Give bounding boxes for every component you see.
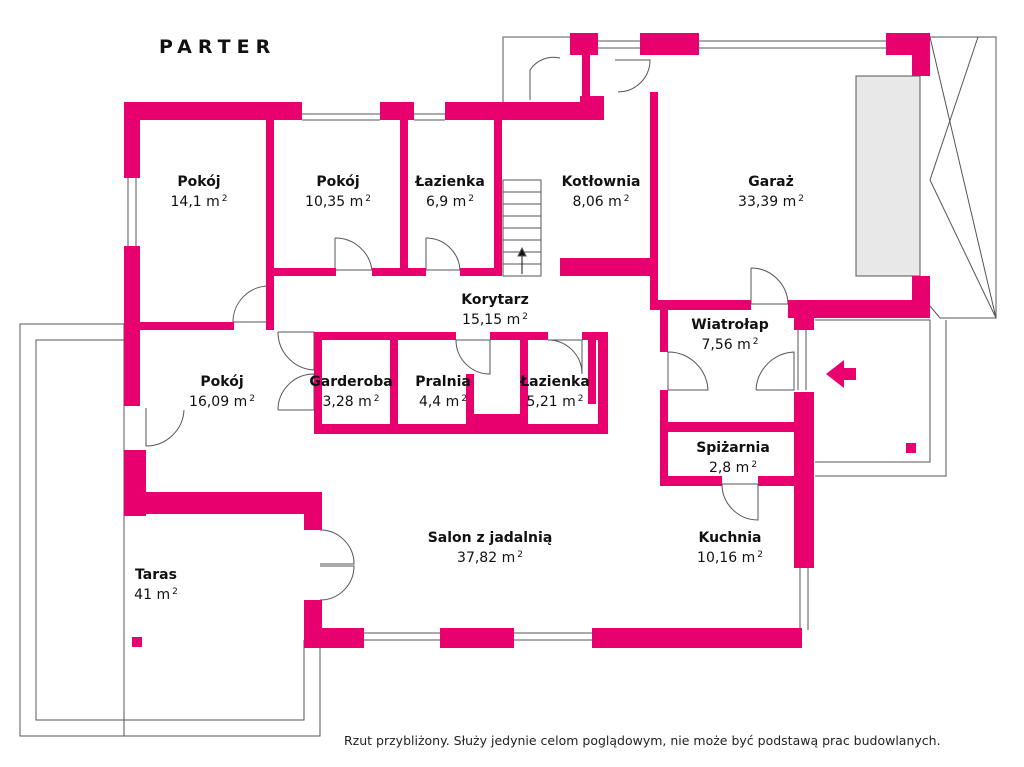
post-marker-icon: [132, 637, 142, 647]
roof-hip-line-2: [929, 179, 997, 319]
door-swing-arc: [145, 408, 185, 447]
door-swing-arc: [455, 339, 491, 375]
terrace-outer-edge: [124, 640, 321, 737]
outline-lines: [19, 36, 997, 737]
door-swing-arc: [277, 373, 315, 411]
terrace-inner-outline: [35, 339, 125, 721]
door-swing-arc: [319, 565, 355, 601]
door-swing-arc: [615, 59, 651, 93]
door-swing-arc: [232, 285, 271, 323]
roof-ridge-line: [929, 36, 997, 319]
door-swing-arc: [319, 529, 355, 565]
terrace-inner-edge: [124, 640, 305, 721]
entrance-arrow-icon: [826, 360, 856, 388]
floor-title: PARTER: [159, 36, 277, 58]
post-marker-icon: [906, 443, 916, 453]
door-swing-arc: [547, 339, 583, 375]
door-swing-arc: [334, 237, 373, 271]
roof-hip-line-1: [929, 36, 979, 181]
door-swing-arc: [277, 331, 315, 371]
garage-ramp: [855, 75, 921, 277]
door-swing-arc: [667, 351, 709, 391]
canopy-outer-outline: [815, 320, 947, 477]
door-swing-arc: [425, 237, 461, 271]
door-swing-arc: [750, 267, 789, 305]
door-swing-arc: [721, 483, 759, 521]
disclaimer-note: Rzut przybliżony. Służy jedynie celom po…: [344, 733, 941, 748]
canopy-outline: [815, 319, 931, 463]
walls: [124, 33, 930, 648]
staircase: [502, 179, 542, 277]
porch-outline: [502, 36, 570, 104]
door-swing-arc: [755, 351, 795, 391]
garage-roof-outline: [929, 36, 997, 319]
door-swing-arc: [529, 56, 561, 100]
